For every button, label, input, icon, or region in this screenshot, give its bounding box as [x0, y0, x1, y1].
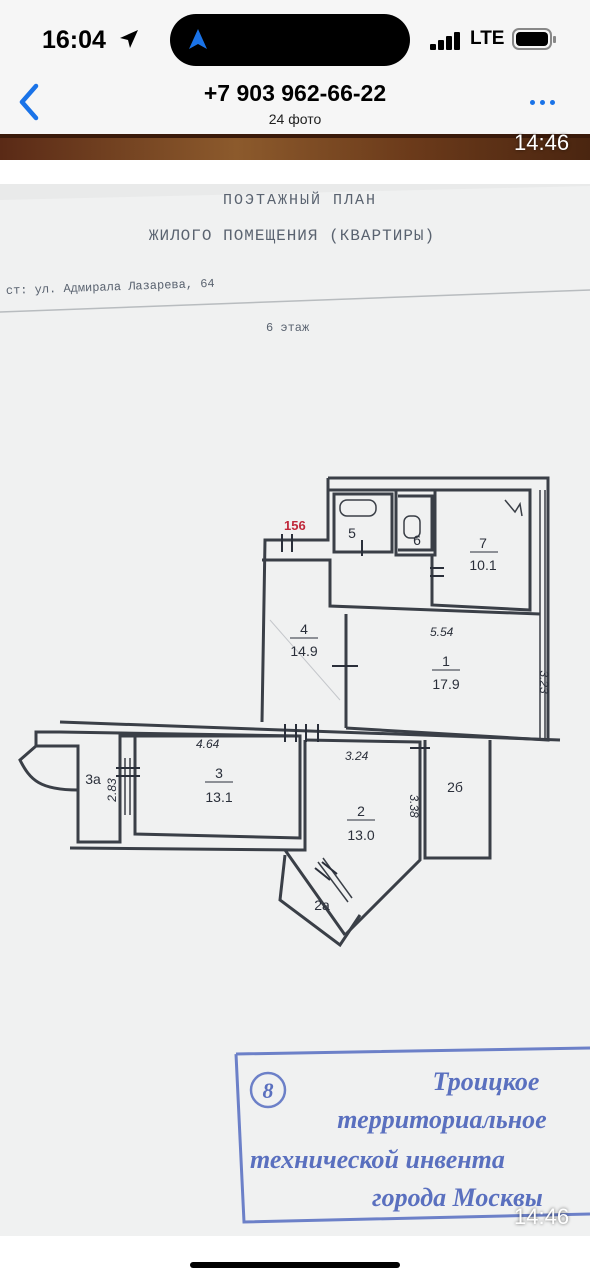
dimension-label: 5.54: [430, 625, 454, 639]
stamp-line2: территориальное: [337, 1105, 546, 1134]
stamp-line4: города Москвы: [372, 1183, 543, 1212]
navigation-bar: +7 903 962-66-22 24 фото: [0, 80, 590, 134]
stamp-number: 8: [263, 1078, 274, 1103]
dimension-label: 3.24: [345, 749, 369, 763]
dimension-label: 4.64: [196, 737, 220, 751]
room-number: 6: [413, 532, 421, 548]
stamp-line1: Троицкое: [433, 1067, 540, 1096]
doc-floor: 6 этаж: [266, 321, 310, 335]
room-area: 10.1: [469, 557, 496, 573]
room-area: 17.9: [432, 676, 459, 692]
network-type: LTE: [470, 28, 505, 49]
floor-plan-image: ПОЭТАЖНЫЙ ПЛАН ЖИЛОГО ПОМЕЩЕНИЯ (КВАРТИР…: [0, 186, 590, 1236]
chevron-left-icon: [19, 83, 39, 121]
room-area: 13.0: [347, 827, 374, 843]
navigation-arrow-icon: [189, 29, 207, 49]
photo-divider: [0, 160, 590, 184]
room-number: 2а: [314, 897, 330, 913]
room-area: 14.9: [290, 643, 317, 659]
room-number: 5: [348, 525, 356, 541]
dimension-label: 3.38: [407, 794, 421, 818]
room-number: 2б: [447, 779, 463, 795]
previous-photo[interactable]: 14:46: [0, 130, 590, 160]
dimension-label: 3.23: [537, 670, 551, 694]
room-number: 4: [300, 621, 308, 637]
photo-count: 24 фото: [268, 111, 322, 127]
dimension-label: 2.83: [105, 778, 119, 803]
room-number: 3а: [85, 771, 101, 787]
back-button[interactable]: [14, 80, 54, 126]
location-arrow-icon: [120, 30, 138, 48]
room-number: 1: [442, 653, 450, 669]
room-number: 2: [357, 803, 365, 819]
doc-title-line1: ПОЭТАЖНЫЙ ПЛАН: [223, 192, 377, 209]
photo-timestamp: 14:46: [514, 1204, 570, 1229]
plan-label: 156: [284, 518, 306, 533]
status-time: 16:04: [42, 26, 106, 54]
stamp-line3: технической инвента: [250, 1145, 505, 1174]
room-area: 13.1: [205, 789, 232, 805]
previous-photo-timestamp: 14:46: [514, 130, 570, 155]
contact-title: +7 903 962-66-22: [203, 80, 387, 106]
inventory-stamp: 8 Троицкое территориальное технической и…: [234, 1046, 590, 1224]
battery-icon: [512, 28, 556, 50]
doc-title-line2: ЖИЛОГО ПОМЕЩЕНИЯ (КВАРТИРЫ): [149, 227, 435, 245]
signal-icon: [430, 30, 464, 50]
more-options-button[interactable]: [530, 92, 560, 112]
home-indicator[interactable]: [190, 1262, 400, 1268]
room-number: 7: [479, 535, 487, 551]
room-number: 3: [215, 765, 223, 781]
dynamic-island: [170, 14, 410, 66]
floor-plan-photo[interactable]: ПОЭТАЖНЫЙ ПЛАН ЖИЛОГО ПОМЕЩЕНИЯ (КВАРТИР…: [0, 184, 590, 1236]
status-bar: 16:04 LTE: [0, 0, 590, 80]
